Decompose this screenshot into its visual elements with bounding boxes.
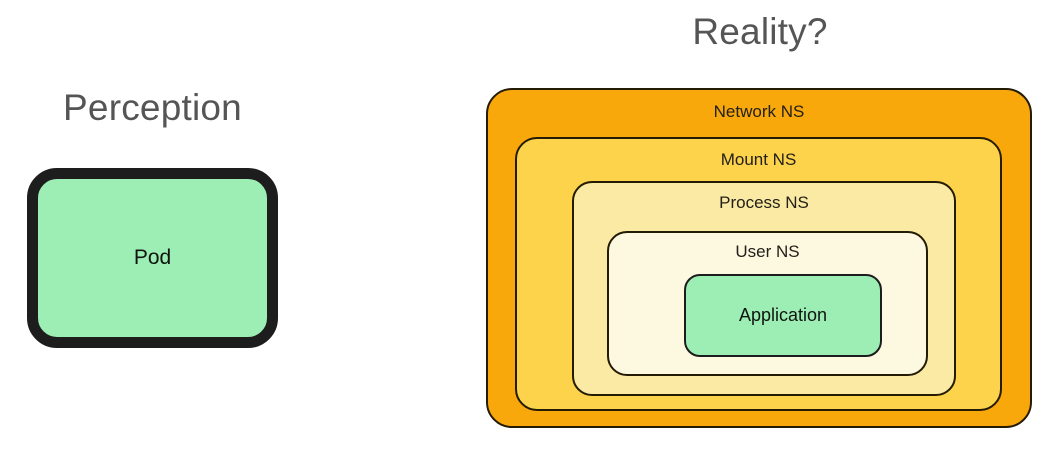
namespace-box-mount: Mount NS Process NS User NS Application: [515, 137, 1002, 411]
application-label: Application: [738, 305, 828, 325]
pod-label: Pod: [133, 246, 172, 269]
perception-heading: Perception: [63, 87, 242, 128]
namespace-box-network: Network NS Mount NS Process NS User NS A…: [486, 88, 1032, 428]
namespace-label-user: User NS: [735, 242, 800, 261]
reality-heading: Reality?: [692, 11, 828, 52]
namespace-label-mount: Mount NS: [720, 150, 797, 169]
application-box: Application: [684, 274, 882, 357]
namespace-label-process: Process NS: [719, 193, 809, 212]
namespace-label-network: Network NS: [713, 102, 805, 121]
namespace-box-process: Process NS User NS Application: [572, 181, 956, 396]
namespace-box-user: User NS Application: [607, 231, 928, 376]
pod-box: Pod: [27, 168, 278, 348]
